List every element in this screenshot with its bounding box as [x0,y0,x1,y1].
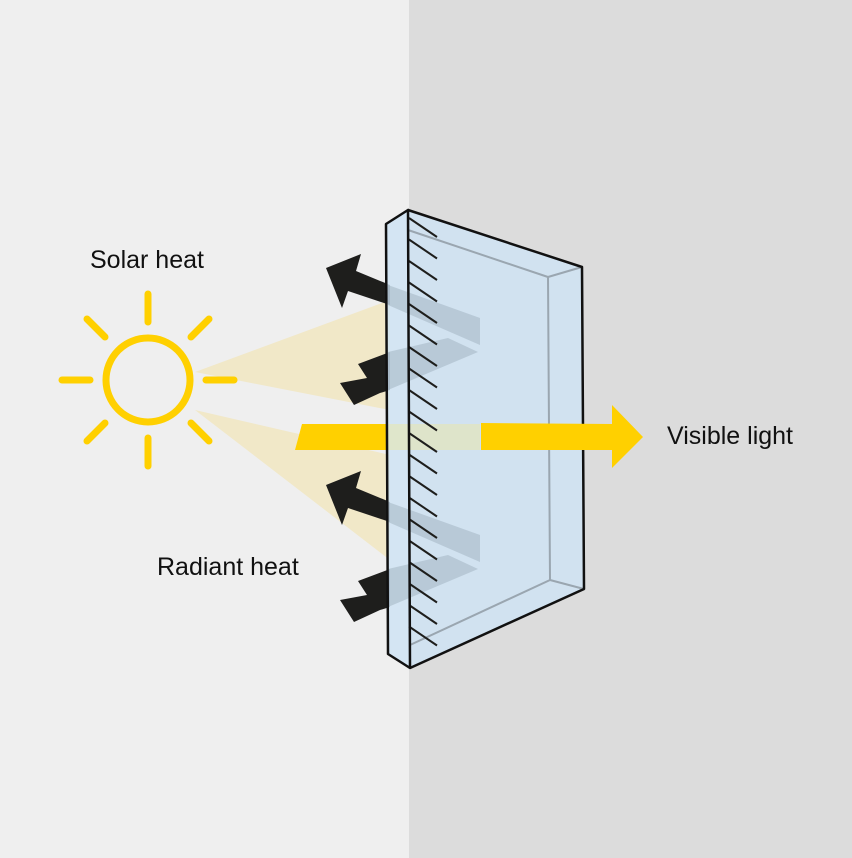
hatch-line [408,367,438,389]
hatch-line [408,625,438,647]
reflected-solar-heat-arrow [326,254,390,308]
hatch-line [408,475,438,496]
incoming-radiant-heat-arrow [340,569,390,622]
hatch-line [408,410,438,432]
heat-arrows [326,254,390,622]
hatch-line [408,281,438,303]
visible-light-arrow-in [295,424,388,450]
hatch-line [408,582,438,604]
hatch-line [408,604,438,625]
hatch-line [408,453,438,475]
hatch-line [408,324,438,346]
reflected-radiant-heat-arrow [326,471,390,525]
hatch-line [408,496,438,518]
hatch-line [408,346,438,367]
hatch-line [408,432,438,453]
solar-heat-label: Solar heat [90,246,204,274]
hatch-line [408,518,438,539]
hatch-line [408,238,438,260]
hatch-line [408,260,438,281]
incoming-solar-heat-arrow [340,352,390,405]
hatch-line [408,539,438,561]
sun-icon [58,290,238,470]
hatch-line [408,389,438,410]
hatch-line [408,561,438,582]
hatch-line [408,217,438,238]
radiant-heat-label: Radiant heat [157,553,299,581]
visible-light-arrow-out [481,405,643,468]
hatch-line [408,303,438,324]
low-e-coating-hatch [408,217,438,647]
visible-light-label: Visible light [667,422,793,450]
